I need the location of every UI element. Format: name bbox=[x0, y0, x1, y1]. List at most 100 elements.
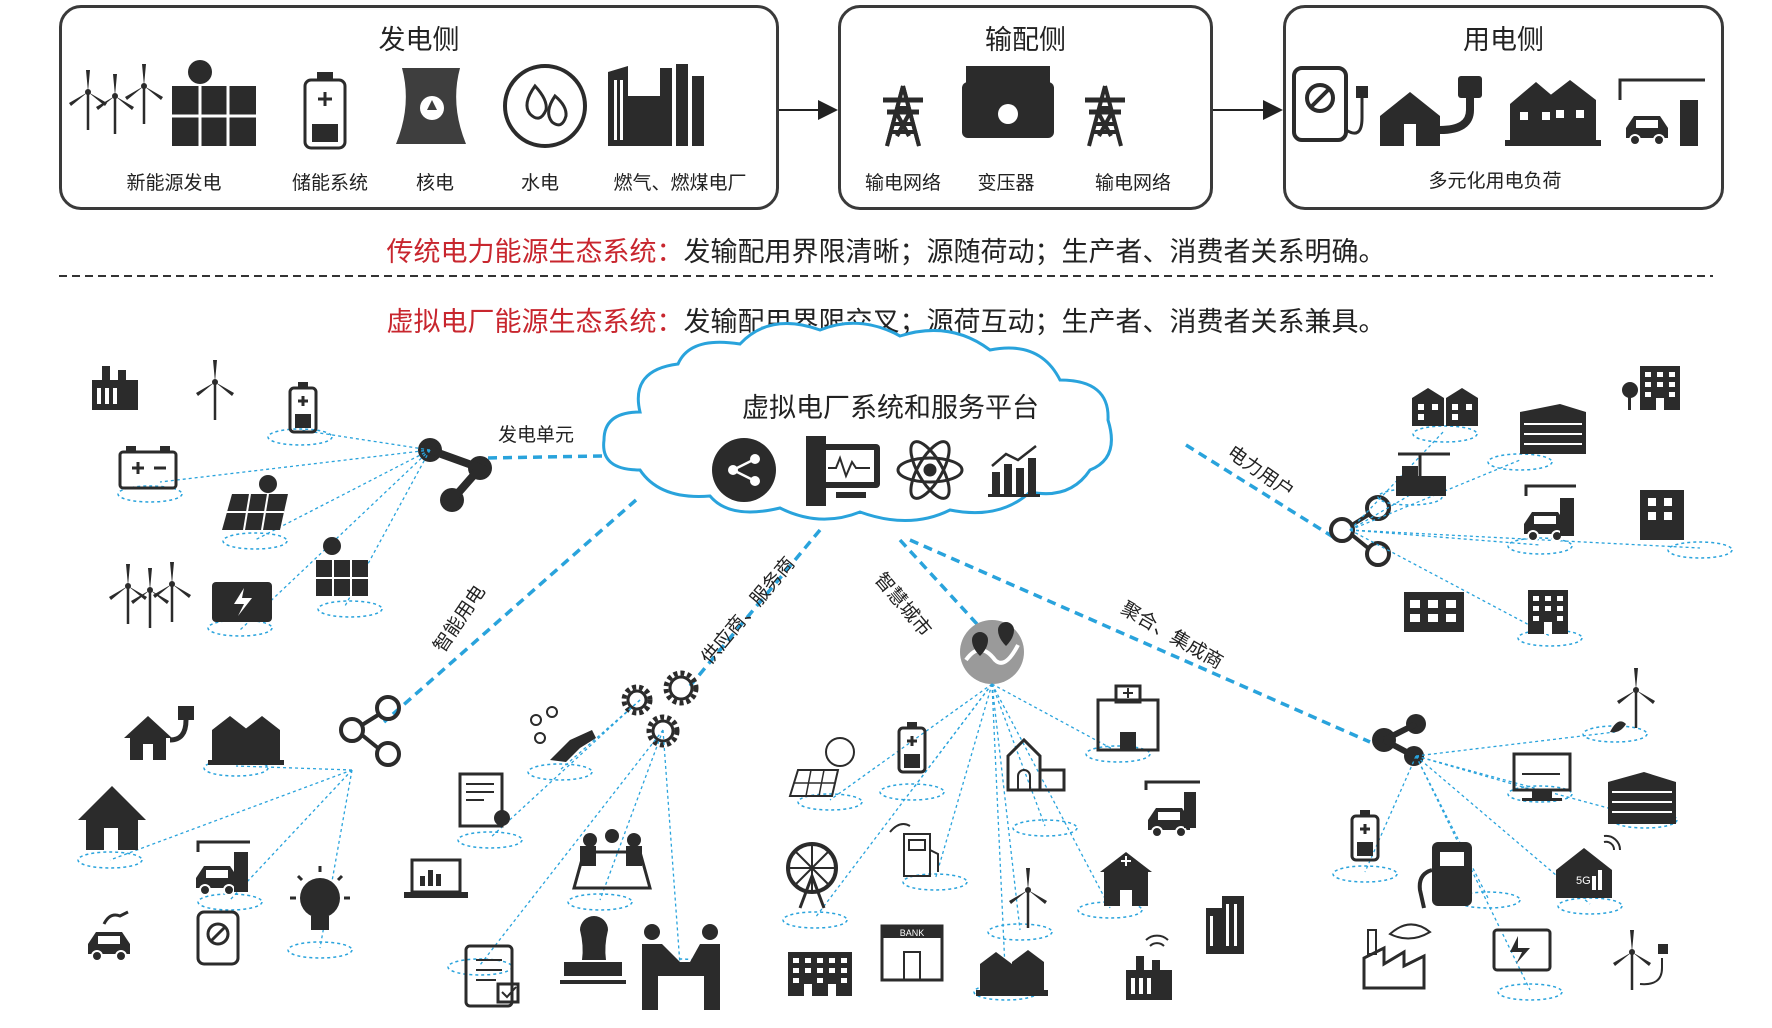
statement-highlight: 虚拟电厂能源生态系统： bbox=[386, 307, 684, 338]
item-label: 燃气、燃煤电厂 bbox=[613, 172, 747, 194]
item-label: 储能系统 bbox=[291, 172, 369, 194]
hospital-building-icon bbox=[1404, 592, 1464, 632]
edge-aggregators bbox=[909, 538, 1371, 744]
battery-icon bbox=[1350, 808, 1380, 862]
item-label: 水电 bbox=[520, 172, 560, 194]
power-plant-icon bbox=[608, 64, 704, 146]
edge-label-generation: 发电单元 bbox=[498, 424, 575, 446]
transformer-icon bbox=[962, 66, 1054, 138]
townhouses-icon bbox=[1505, 80, 1601, 146]
transmission-tower-icon bbox=[1085, 86, 1125, 146]
atom-icon bbox=[896, 440, 964, 500]
handshake-icon bbox=[642, 924, 720, 1010]
wind-turbines-icon bbox=[107, 560, 193, 630]
statement-text: 发输配用界限清晰；源随荷动；生产者、消费者关系明确。 bbox=[683, 237, 1386, 268]
tablet-plug-icon bbox=[196, 910, 240, 966]
energy-storage-icon bbox=[212, 582, 272, 622]
fuel-pump-icon bbox=[1417, 842, 1472, 909]
checklist-icon bbox=[464, 944, 520, 1008]
townhouses-icon bbox=[976, 950, 1048, 996]
panel-title: 输配侧 bbox=[985, 25, 1066, 56]
clinic-icon bbox=[1100, 852, 1152, 906]
city-buildings-icon bbox=[1206, 896, 1244, 954]
ferris-wheel-icon bbox=[786, 842, 838, 909]
hydro-water-icon bbox=[503, 64, 587, 148]
platform-title: 虚拟电厂系统和服务平台 bbox=[742, 393, 1039, 424]
svg-text:BANK: BANK bbox=[900, 928, 925, 938]
ev-charging-icon bbox=[195, 840, 250, 896]
share-icon bbox=[712, 438, 776, 502]
statement-highlight: 传统电力能源生态系统： bbox=[386, 237, 684, 268]
solar-panel-icon bbox=[788, 737, 855, 797]
solar-panel-icon bbox=[222, 475, 288, 531]
light-bulb-icon bbox=[290, 866, 350, 930]
aggregators-hub-icon bbox=[1372, 714, 1426, 766]
office-building-icon bbox=[1520, 404, 1586, 454]
car-battery-icon bbox=[118, 446, 178, 490]
document-approval-icon bbox=[458, 772, 510, 828]
edge-smart-power bbox=[382, 498, 638, 724]
construction-site-icon bbox=[1396, 452, 1450, 496]
townhouses-icon bbox=[208, 716, 284, 765]
meeting-icon bbox=[572, 829, 652, 890]
hand-coins-icon bbox=[530, 706, 596, 762]
ev-charging-icon bbox=[1618, 78, 1705, 146]
traditional-statement: 传统电力能源生态系统：发输配用界限清晰；源随荷动；生产者、消费者关系明确。 bbox=[0, 230, 1772, 269]
house-plug-icon bbox=[1380, 76, 1482, 146]
wind-turbine-icon bbox=[1007, 866, 1049, 930]
computer-monitor-icon bbox=[1512, 752, 1572, 801]
smart-power-hub-icon bbox=[339, 695, 401, 767]
nuclear-cooling-tower-icon bbox=[396, 68, 466, 144]
wind-turbine-icon bbox=[1610, 666, 1657, 733]
office-building-icon bbox=[1608, 772, 1676, 824]
house-icon bbox=[78, 786, 146, 850]
item-label: 输电网络 bbox=[1094, 172, 1172, 194]
panel-title: 发电侧 bbox=[378, 25, 460, 56]
battery-icon bbox=[288, 380, 318, 434]
transmission-tower-icon bbox=[883, 86, 923, 146]
bank-icon: BANK bbox=[880, 924, 944, 982]
suppliers-gears-icon bbox=[621, 670, 699, 748]
smart-factory-icon bbox=[1126, 934, 1172, 1000]
car-battery-icon bbox=[1492, 928, 1552, 972]
wind-turbine-icon bbox=[194, 358, 236, 422]
townhouses-icon bbox=[1412, 388, 1478, 426]
battery-storage-icon bbox=[303, 72, 347, 150]
smart-city-map-icon bbox=[960, 620, 1024, 684]
item-label: 核电 bbox=[415, 172, 455, 194]
edge-suppliers bbox=[688, 528, 822, 688]
item-label: 输电网络 bbox=[864, 172, 942, 194]
edge-smart-city bbox=[898, 538, 990, 638]
solar-panel-icon bbox=[171, 60, 256, 146]
wind-turbine-plug-icon bbox=[1611, 928, 1668, 992]
item-label: 新能源发电 bbox=[126, 172, 222, 194]
solar-panel-icon bbox=[315, 537, 369, 597]
battery-icon bbox=[897, 720, 927, 774]
house-plug-icon bbox=[124, 706, 194, 760]
svg-text:5G: 5G bbox=[1576, 875, 1591, 887]
ev-charging-icon bbox=[1144, 780, 1200, 838]
edge-generation bbox=[485, 454, 603, 460]
bar-chart-icon bbox=[988, 445, 1040, 497]
fuel-station-icon bbox=[889, 823, 939, 877]
laptop-chart-icon bbox=[404, 858, 468, 898]
tower-building-icon bbox=[1528, 590, 1568, 634]
tablet-plug-icon bbox=[1292, 66, 1368, 142]
city-buildings-icon bbox=[1622, 366, 1680, 410]
item-label: 变压器 bbox=[977, 172, 1035, 194]
ev-car-icon bbox=[87, 910, 131, 962]
ev-charging-icon bbox=[1523, 484, 1576, 542]
generation-hub-icon bbox=[418, 438, 492, 512]
stamp-icon bbox=[560, 916, 626, 984]
apartment-icon bbox=[1640, 490, 1684, 540]
monitor-screen-icon bbox=[806, 436, 880, 506]
wind-turbines-icon bbox=[67, 62, 165, 136]
panel-title: 用电侧 bbox=[1463, 25, 1544, 56]
5g-house-icon: 5G bbox=[1556, 834, 1622, 898]
consumption-side-panel: 用电侧 bbox=[1283, 5, 1724, 210]
item-label: 多元化用电负荷 bbox=[1428, 170, 1562, 192]
office-tower-icon bbox=[788, 952, 852, 996]
factory-leaf-icon bbox=[1362, 923, 1432, 990]
power-plant-icon bbox=[92, 366, 138, 410]
